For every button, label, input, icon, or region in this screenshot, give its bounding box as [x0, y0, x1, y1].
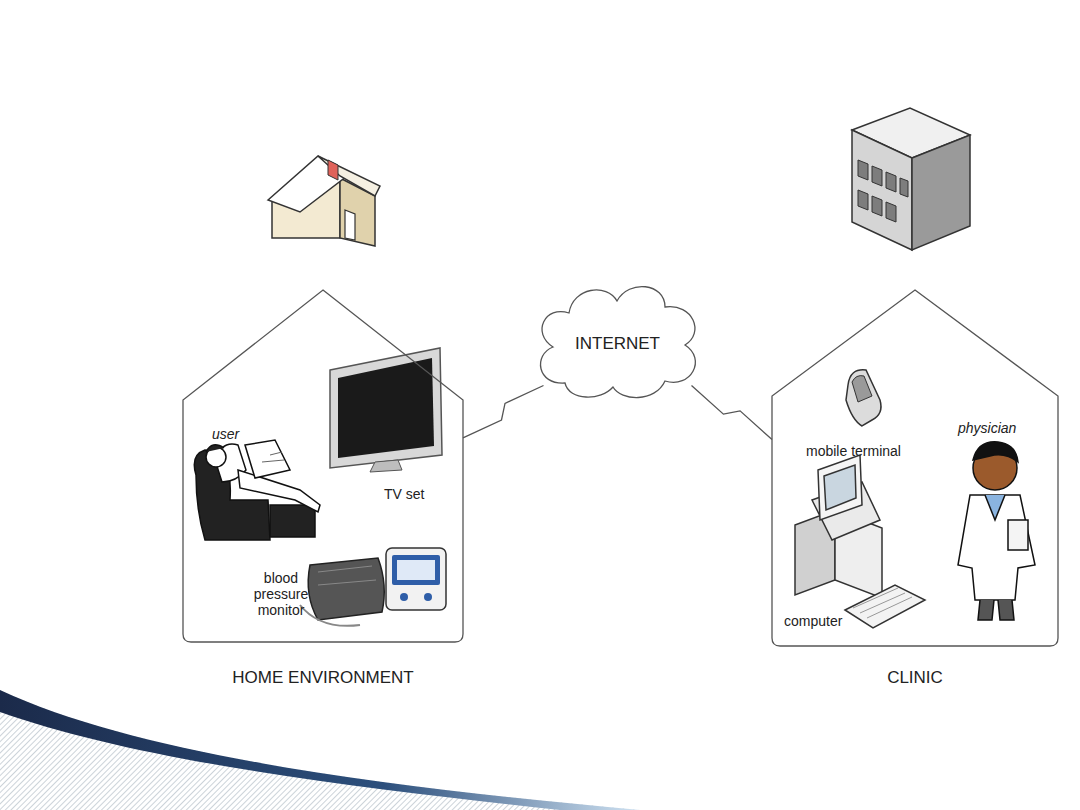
computer	[795, 455, 925, 628]
part-label: user	[212, 426, 239, 442]
house-outline	[772, 290, 1058, 646]
part-label: physician	[958, 420, 1016, 436]
network-link	[463, 386, 544, 438]
user-figure	[194, 440, 320, 540]
decor-swoosh	[0, 690, 640, 810]
region-heading: CLINIC	[712, 668, 1080, 688]
part-label: computer	[784, 613, 842, 629]
region-heading: HOME ENVIRONMENT	[123, 668, 523, 688]
network-link	[692, 386, 773, 440]
part-label: mobile terminal	[806, 443, 901, 459]
bp-monitor	[300, 548, 446, 626]
mobile-phone	[846, 370, 881, 426]
house-icon	[268, 156, 380, 246]
physician-figure	[958, 442, 1035, 620]
part-label: blood pressure monitor	[242, 570, 320, 618]
house-outline	[183, 290, 463, 642]
cloud-label: INTERNET	[525, 334, 710, 354]
home-environment-box: HOME ENVIRONMENT	[183, 290, 463, 642]
building-icon	[852, 108, 970, 250]
clinic-box: CLINIC	[772, 290, 1058, 646]
internet-cloud: INTERNET	[525, 275, 710, 405]
part-label: TV set	[384, 486, 424, 502]
tv-set	[330, 348, 442, 472]
